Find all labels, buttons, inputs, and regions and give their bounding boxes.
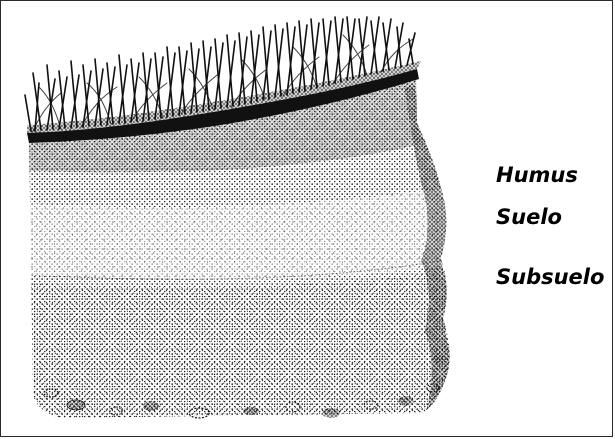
label-suelo: Suelo xyxy=(496,207,562,228)
label-subsuelo: Subsuelo xyxy=(496,267,604,288)
label-humus: Humus xyxy=(496,165,578,186)
soil-profile-illustration xyxy=(21,13,461,428)
